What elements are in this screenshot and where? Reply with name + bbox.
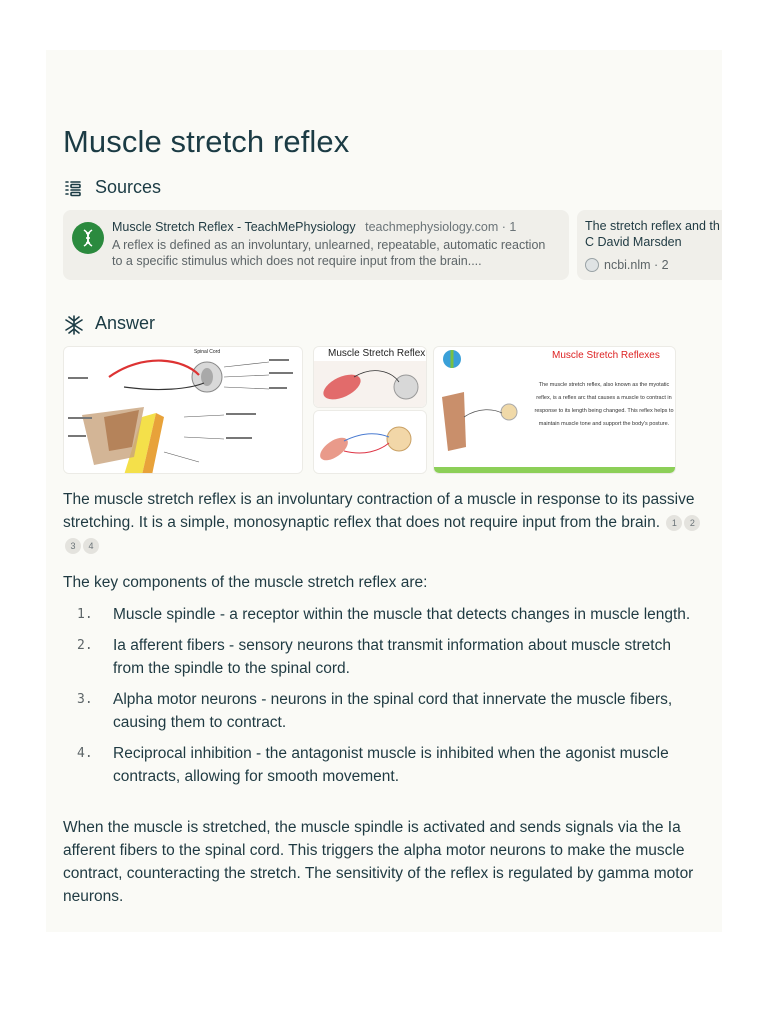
sources-heading: Sources xyxy=(95,177,162,197)
list-number: 2. xyxy=(77,638,93,653)
image-stretch-reflexes-slide[interactable]: Muscle Stretch Reflexes The muscle stret… xyxy=(433,346,676,474)
answer-intro: The muscle stretch reflex is an involunt… xyxy=(63,488,703,557)
citation-2[interactable]: 2 xyxy=(684,515,701,531)
source-card-2[interactable]: The stretch reflex and th C David Marsde… xyxy=(577,210,722,280)
citation-4[interactable]: 4 xyxy=(83,538,99,554)
answer-conclusion: When the muscle is stretched, the muscle… xyxy=(63,819,694,905)
list-item: 3. Alpha motor neurons - neurons in the … xyxy=(63,688,703,734)
source-snippet: A reflex is defined as an involuntary, u… xyxy=(112,238,546,268)
reflex-illustration xyxy=(314,347,426,407)
list-number: 1. xyxy=(77,607,93,622)
answer-header: Answer xyxy=(63,313,156,335)
source-card-1[interactable]: Muscle Stretch Reflex - TeachMePhysiolog… xyxy=(63,210,569,280)
spinal-cord-illustration xyxy=(64,347,302,473)
reflex-illustration-2 xyxy=(314,411,426,473)
image-body-text: The muscle stretch reflex, also known as… xyxy=(534,382,674,427)
sources-icon xyxy=(63,178,83,198)
globe-icon xyxy=(585,258,599,272)
list-number: 3. xyxy=(77,692,93,707)
sources-header: Sources xyxy=(63,177,161,198)
citation-1[interactable]: 1 xyxy=(666,515,683,531)
list-text: Ia afferent fibers - sensory neurons tha… xyxy=(113,637,671,677)
source-domain: ncbi.nlm · 2 xyxy=(604,258,669,272)
source-title-line1[interactable]: The stretch reflex and th xyxy=(585,219,720,233)
answer-intro-text: The muscle stretch reflex is an involunt… xyxy=(63,491,695,531)
answer-image-strip: Spinal Cord Muscle Stretch Reflex xyxy=(63,346,703,474)
components-list: 1. Muscle spindle - a receptor within th… xyxy=(63,603,703,796)
source-domain: teachmephysiology.com · 1 xyxy=(365,220,517,234)
dna-logo-icon xyxy=(72,222,104,254)
answer-panel: Muscle stretch reflex Sources xyxy=(46,50,722,932)
source-title[interactable]: Muscle Stretch Reflex - TeachMePhysiolog… xyxy=(112,220,356,234)
list-item: 4. Reciprocal inhibition - the antagonis… xyxy=(63,742,703,788)
citation-3[interactable]: 3 xyxy=(65,538,81,554)
list-item: 1. Muscle spindle - a receptor within th… xyxy=(63,603,703,626)
list-text: Alpha motor neurons - neurons in the spi… xyxy=(113,691,673,731)
image-stretch-reflex-top[interactable]: Muscle Stretch Reflex xyxy=(313,346,427,408)
reflex-slide-illustration xyxy=(434,347,675,473)
page-title: Muscle stretch reflex xyxy=(63,124,350,159)
list-text: Reciprocal inhibition - the antagonist m… xyxy=(113,745,669,785)
image-spinal-cord-diagram[interactable]: Spinal Cord xyxy=(63,346,303,474)
image-stretch-reflex-bottom[interactable] xyxy=(313,410,427,474)
answer-icon xyxy=(63,314,83,335)
image-caption: Muscle Stretch Reflex xyxy=(328,348,426,359)
components-intro: The key components of the muscle stretch… xyxy=(63,574,428,591)
list-number: 4. xyxy=(77,746,93,761)
answer-heading: Answer xyxy=(95,313,156,333)
list-item: 2. Ia afferent fibers - sensory neurons … xyxy=(63,634,703,680)
list-text: Muscle spindle - a receptor within the m… xyxy=(113,606,691,623)
source-title-line2: C David Marsden xyxy=(585,235,682,249)
image-caption: Spinal Cord xyxy=(194,349,221,355)
image-caption: Muscle Stretch Reflexes xyxy=(552,350,660,361)
